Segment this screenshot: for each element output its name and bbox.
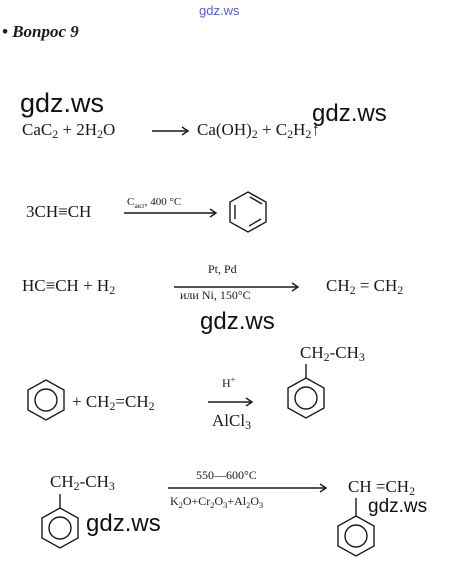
watermark-1: gdz.ws bbox=[20, 88, 105, 118]
r3-cond-bottom: или Ni, 150°C bbox=[180, 288, 251, 302]
r4-cond-bottom: AlCl3 bbox=[212, 411, 252, 432]
r4-cond-top: H+ bbox=[222, 375, 236, 390]
watermark-4: gdz.ws bbox=[86, 510, 161, 537]
r2-arrow bbox=[124, 208, 218, 218]
r5-product-substituent: CH =CH2 bbox=[348, 477, 416, 498]
question-title: • Вопрос 9 bbox=[2, 22, 79, 41]
watermark-top: gdz.ws bbox=[199, 3, 240, 18]
r2-lhs: 3CH≡CH bbox=[26, 202, 92, 221]
r4-arrow bbox=[208, 397, 254, 407]
r3-rhs: CH2 = CH2 bbox=[326, 276, 404, 297]
r4-product-substituent: CH2-CH3 bbox=[300, 343, 365, 364]
watermark-5: gdz.ws bbox=[368, 496, 428, 517]
r5-cond-bottom: K2O+Cr2O3+Al2O3 bbox=[170, 494, 264, 510]
r1-lhs: CaC2 + 2H2O bbox=[22, 120, 116, 141]
r5-arrow bbox=[168, 483, 328, 493]
r2-benzene-ring bbox=[229, 191, 267, 233]
r5-styrene-ring bbox=[337, 498, 375, 557]
r4-ethylbenzene-ring bbox=[287, 364, 325, 419]
watermark-3: gdz.ws bbox=[200, 308, 275, 335]
r2-condition: Cакт, 400 °C bbox=[127, 196, 182, 210]
r4-plus: + CH2=CH2 bbox=[72, 392, 155, 413]
r1-arrow bbox=[152, 126, 190, 136]
r5-reactant-substituent: CH2-CH3 bbox=[50, 472, 115, 493]
r5-cond-top: 550—600°C bbox=[196, 468, 257, 482]
r4-benzene-ring bbox=[27, 379, 65, 421]
r3-cond-top: Pt, Pd bbox=[208, 262, 237, 276]
r5-ethylbenzene-ring bbox=[41, 494, 79, 549]
r1-rhs: Ca(OH)2 + C2H2↑ bbox=[197, 120, 320, 141]
r3-lhs: HC≡CH + H2 bbox=[22, 276, 116, 297]
watermark-2: gdz.ws bbox=[312, 100, 387, 127]
r3-arrow bbox=[174, 282, 300, 292]
